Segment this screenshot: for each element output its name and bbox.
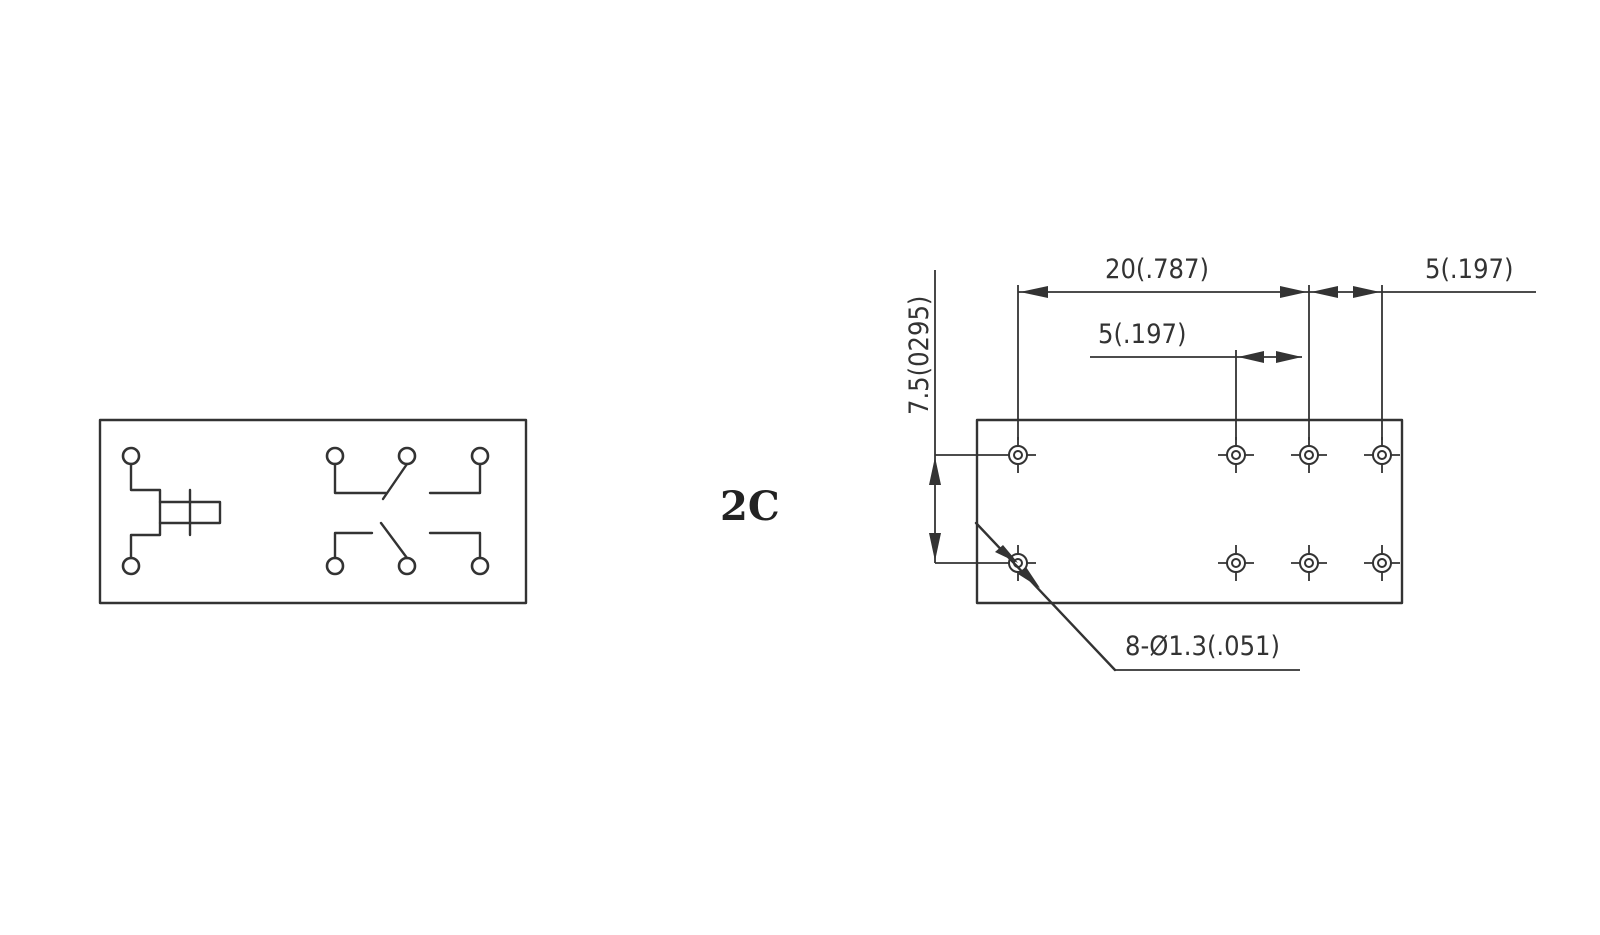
upper-switch-blade (381, 462, 409, 501)
pcb-hole (1218, 437, 1254, 473)
lower-com-pin (397, 556, 417, 576)
upper-nc-lead (333, 462, 388, 495)
schematic-outline (98, 418, 528, 605)
hole-callout: 8-Ø1.3(.051) (974, 521, 1300, 672)
dimension-label-inner: 5(.197) (1098, 319, 1186, 350)
coil-lead-bottom (129, 521, 162, 560)
hole-callout-label: 8-Ø1.3(.051) (1125, 631, 1280, 662)
extension-lines (1017, 285, 1383, 440)
lower-switch-blade (379, 521, 409, 560)
dimension-overall-pitch: 20(.787) 5(.197) (1018, 254, 1536, 298)
pcb-hole (1000, 437, 1036, 473)
dimension-label-overall: 20(.787) (1105, 254, 1209, 285)
lower-nc-pin (325, 556, 345, 576)
contact-set-lower (325, 521, 490, 576)
relay-type-label: 2C (720, 483, 780, 530)
lower-nc-lead (333, 531, 374, 560)
pcb-hole (1364, 545, 1400, 581)
pcb-hole (1364, 437, 1400, 473)
dimension-inner-pitch: 5(.197) (1090, 319, 1302, 363)
upper-no-pin (470, 446, 490, 466)
schematic-diagram (98, 418, 528, 605)
lower-no-pin (470, 556, 490, 576)
pcb-layout: 20(.787) 5(.197) 5(.197) 7.5(0295) 8-Ø1.… (904, 254, 1536, 672)
pcb-hole (1218, 545, 1254, 581)
upper-no-lead (428, 462, 482, 495)
lower-no-lead (428, 531, 482, 560)
coil-pin-bottom (121, 556, 141, 576)
upper-nc-pin (325, 446, 345, 466)
coil-pin-top (121, 446, 141, 466)
pcb-hole (1291, 545, 1327, 581)
pcb-hole (1291, 437, 1327, 473)
coil-lead-top (129, 462, 162, 504)
contact-set-upper (325, 446, 490, 501)
pcb-holes (1000, 437, 1400, 581)
pcb-outline (975, 418, 1404, 605)
coil-symbol (121, 446, 222, 576)
upper-com-pin (397, 446, 417, 466)
dimension-row-spacing: 7.5(0295) (904, 270, 1000, 564)
dimension-label-end: 5(.197) (1425, 254, 1513, 285)
dimension-label-row-spacing: 7.5(0295) (904, 296, 935, 415)
